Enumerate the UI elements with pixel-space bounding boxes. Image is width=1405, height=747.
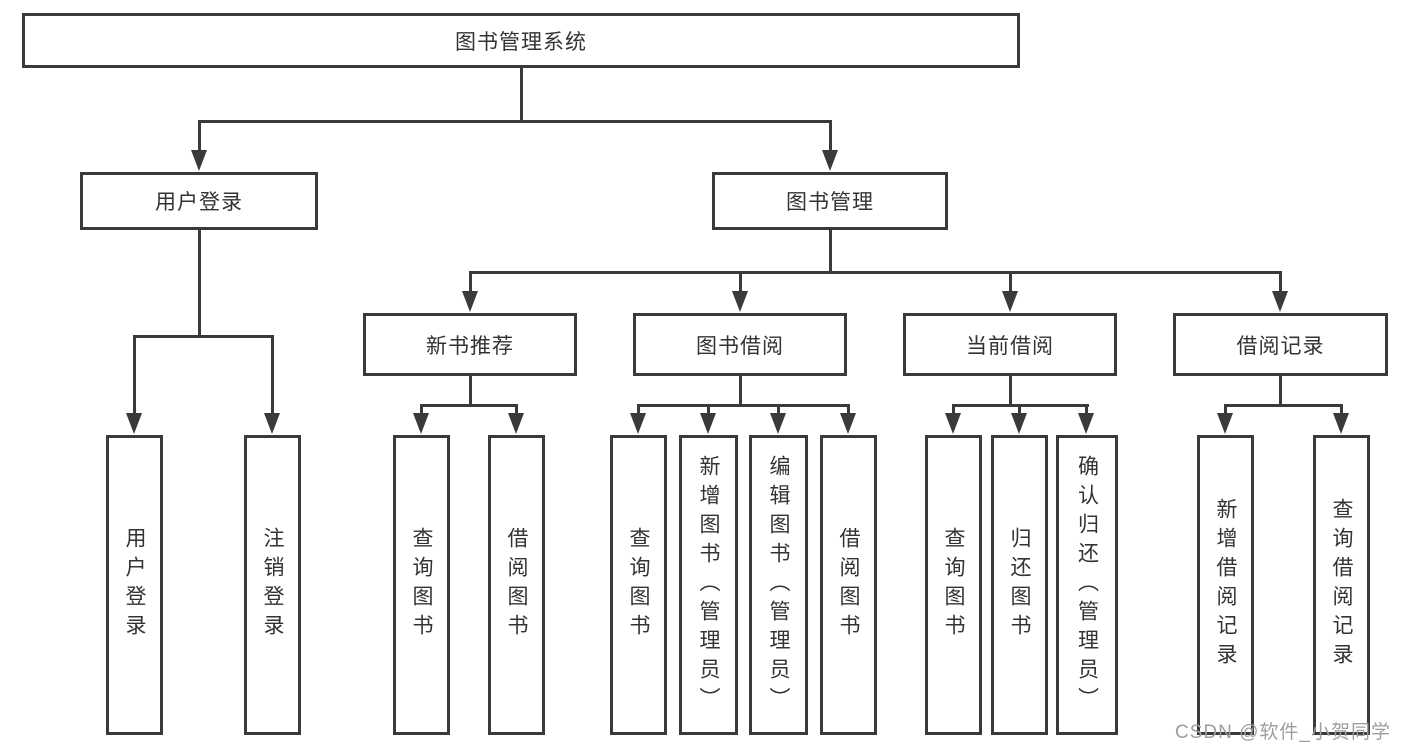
leaf-current-confirm-return-admin-label: 确认归还（管理员） <box>1075 454 1099 716</box>
leaf-user-login: 用户登录 <box>106 435 163 735</box>
arrowhead-down-icon <box>1217 413 1233 434</box>
node-borrow-records: 借阅记录 <box>1173 313 1388 376</box>
arrowhead-down-icon <box>413 413 429 434</box>
leaf-borrow-add-books-admin: 新增图书（管理员） <box>679 435 738 735</box>
connector-borrow-vertical <box>739 376 742 406</box>
connector-stub <box>1224 404 1227 416</box>
arrowhead-down-icon <box>126 413 142 434</box>
arrowhead-down-icon <box>945 413 961 434</box>
node-book-borrow-label: 图书借阅 <box>696 334 784 358</box>
watermark: CSDN @软件_小贺同学 <box>1175 722 1391 743</box>
arrowhead-down-icon <box>732 291 748 312</box>
connector-stub <box>271 335 274 416</box>
leaf-recommend-borrow-books: 借阅图书 <box>488 435 545 735</box>
arrowhead-down-icon <box>1078 413 1094 434</box>
node-root: 图书管理系统 <box>22 13 1020 68</box>
leaf-borrow-edit-books-admin: 编辑图书（管理员） <box>749 435 808 735</box>
leaf-recommend-borrow-books-label: 借阅图书 <box>505 527 528 643</box>
connector-stub <box>515 404 518 416</box>
leaf-recommend-query-books: 查询图书 <box>393 435 450 735</box>
arrowhead-down-icon <box>630 413 646 434</box>
node-borrow-records-label: 借阅记录 <box>1236 334 1325 358</box>
node-book-borrow: 图书借阅 <box>633 313 847 376</box>
connector-borrow-horizontal <box>637 404 850 407</box>
connector-stub <box>777 404 780 416</box>
connector-stub <box>1009 271 1012 295</box>
connector-stub <box>133 335 136 416</box>
connector-stub <box>707 404 710 416</box>
arrowhead-down-icon <box>191 150 207 171</box>
node-current-borrow: 当前借阅 <box>903 313 1117 376</box>
leaf-current-confirm-return-admin: 确认归还（管理员） <box>1056 435 1118 735</box>
connector-book-horizontal <box>469 271 1282 274</box>
connector-root-vertical <box>520 68 523 122</box>
leaf-records-query-record-label: 查询借阅记录 <box>1330 498 1353 672</box>
connector-user-vertical <box>198 230 201 337</box>
arrowhead-down-icon <box>1333 413 1349 434</box>
arrowhead-down-icon <box>1011 413 1027 434</box>
connector-stub <box>1340 404 1343 416</box>
leaf-borrow-borrow-books: 借阅图书 <box>820 435 877 735</box>
connector-stub <box>637 404 640 416</box>
leaf-records-query-record: 查询借阅记录 <box>1313 435 1370 735</box>
connector-records-horizontal <box>1224 404 1343 407</box>
connector-stub <box>739 271 742 295</box>
connector-stub <box>469 271 472 295</box>
leaf-logout: 注销登录 <box>244 435 301 735</box>
connector-stub <box>198 120 201 154</box>
arrowhead-down-icon <box>770 413 786 434</box>
connector-recommend-horizontal <box>420 404 518 407</box>
connector-stub <box>829 120 832 154</box>
connector-root-horizontal <box>198 120 832 123</box>
arrowhead-down-icon <box>1272 291 1288 312</box>
node-current-borrow-label: 当前借阅 <box>966 334 1054 358</box>
arrowhead-down-icon <box>264 413 280 434</box>
leaf-current-query-books: 查询图书 <box>925 435 982 735</box>
leaf-current-return-books-label: 归还图书 <box>1008 527 1031 643</box>
leaf-records-add-record: 新增借阅记录 <box>1197 435 1254 735</box>
arrowhead-down-icon <box>462 291 478 312</box>
connector-current-vertical <box>1009 376 1012 406</box>
connector-user-horizontal <box>133 335 274 338</box>
arrowhead-down-icon <box>700 413 716 434</box>
connector-recommend-vertical <box>469 376 472 406</box>
arrowhead-down-icon <box>1002 291 1018 312</box>
connector-stub <box>952 404 955 416</box>
node-user-login-label: 用户登录 <box>155 191 243 214</box>
leaf-borrow-edit-books-admin-label: 编辑图书（管理员） <box>767 454 790 716</box>
leaf-borrow-query-books: 查询图书 <box>610 435 667 735</box>
connector-stub <box>847 404 850 416</box>
node-book-management-label: 图书管理 <box>786 191 874 214</box>
node-new-book-recommend: 新书推荐 <box>363 313 577 376</box>
connector-stub <box>1018 404 1021 416</box>
connector-stub <box>1085 404 1088 416</box>
leaf-user-login-label: 用户登录 <box>123 527 146 643</box>
leaf-current-query-books-label: 查询图书 <box>942 527 965 643</box>
leaf-borrow-borrow-books-label: 借阅图书 <box>837 527 860 643</box>
node-new-book-recommend-label: 新书推荐 <box>426 334 514 358</box>
leaf-recommend-query-books-label: 查询图书 <box>410 527 433 643</box>
arrowhead-down-icon <box>840 413 856 434</box>
node-root-label: 图书管理系统 <box>455 30 587 54</box>
arrowhead-down-icon <box>508 413 524 434</box>
connector-records-vertical <box>1279 376 1282 406</box>
connector-stub <box>1279 271 1282 295</box>
arrowhead-down-icon <box>822 150 838 171</box>
leaf-borrow-add-books-admin-label: 新增图书（管理员） <box>697 454 720 716</box>
leaf-borrow-query-books-label: 查询图书 <box>627 527 650 643</box>
leaf-logout-label: 注销登录 <box>261 527 284 643</box>
leaf-records-add-record-label: 新增借阅记录 <box>1214 498 1237 672</box>
connector-stub <box>420 404 423 416</box>
node-user-login: 用户登录 <box>80 172 318 230</box>
node-book-management: 图书管理 <box>712 172 948 230</box>
leaf-current-return-books: 归还图书 <box>991 435 1048 735</box>
connector-book-vertical <box>829 230 832 274</box>
